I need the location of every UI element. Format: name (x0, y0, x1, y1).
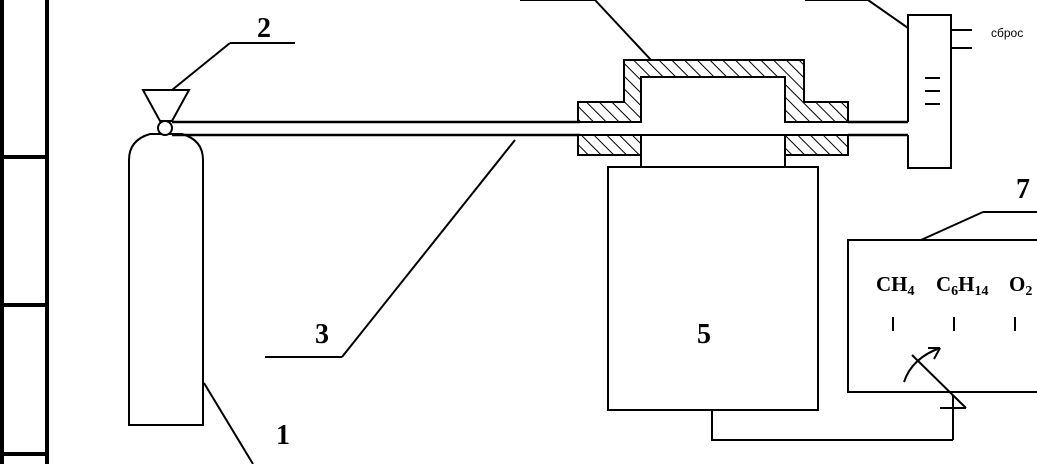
gas-analyzer (711, 239, 1037, 441)
label-tube: 3 (315, 319, 329, 350)
leader-lines (171, 0, 1037, 464)
left-frame (0, 0, 49, 464)
gas-label-c6h14: C6H14 (936, 272, 989, 299)
label-vent: сброс (991, 26, 1023, 40)
valve (141, 89, 191, 136)
vent-vessel (907, 14, 972, 169)
gas-label-ch4: CH4 (876, 272, 915, 299)
furnace (607, 166, 819, 411)
gas-label-o2: O2 (1009, 272, 1032, 299)
gas-cylinder (128, 133, 204, 426)
label-cylinder: 1 (276, 420, 290, 451)
gas-line (172, 120, 908, 137)
label-furnace: 5 (697, 319, 711, 350)
reactor-housing (577, 59, 849, 168)
label-analyzer: 7 (1016, 174, 1030, 205)
label-valve: 2 (257, 13, 271, 44)
